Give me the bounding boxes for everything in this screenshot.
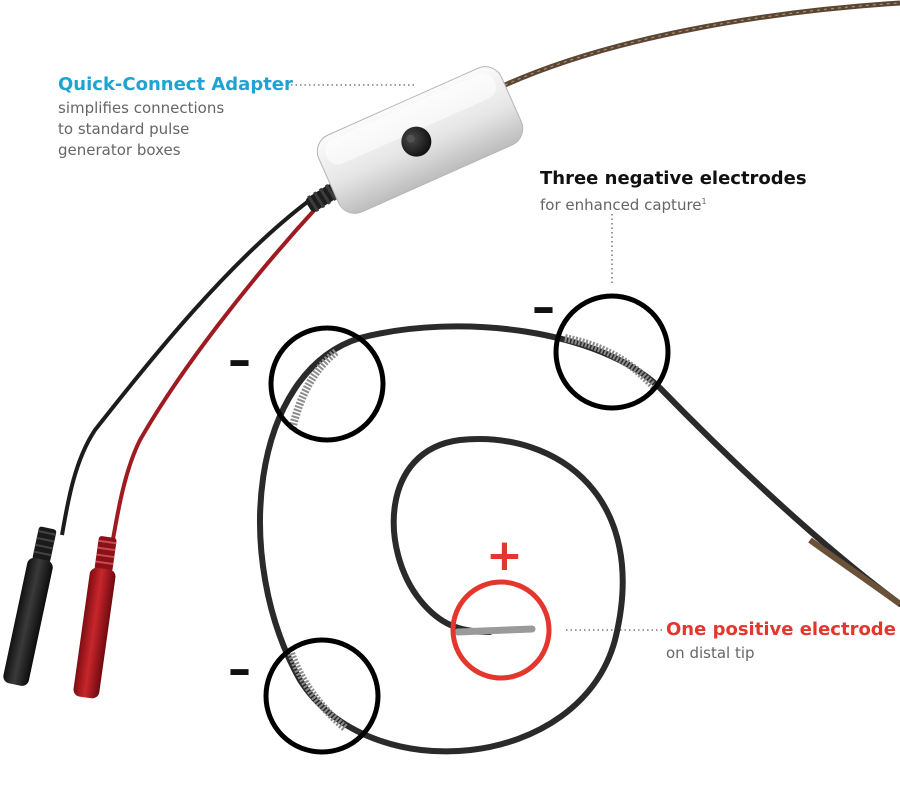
- negative-sign-2: –: [532, 280, 555, 334]
- adapter-desc-line-1: simplifies connections: [58, 99, 225, 117]
- positive-sign: +: [486, 530, 523, 581]
- negative-electrodes-title: Three negative electrodes: [540, 168, 807, 189]
- adapter-desc-line-2: to standard pulse: [58, 120, 190, 138]
- negative-electrode-coil-1: [288, 348, 339, 431]
- negative-electrode-ring-3: [263, 637, 381, 755]
- red-cable: [110, 204, 320, 546]
- red-connector: [73, 536, 117, 699]
- positive-electrode-tip: [454, 625, 536, 636]
- negative-sign-1: –: [228, 333, 251, 387]
- adapter-button-icon: [401, 126, 432, 157]
- negative-sign-3: –: [228, 642, 251, 696]
- lead-wire-top: [503, 0, 900, 88]
- positive-electrode-ring: [450, 579, 552, 681]
- black-cable: [60, 198, 312, 536]
- negative-electrode-ring-2: [553, 293, 671, 411]
- strain-relief: [305, 184, 339, 212]
- adapter-title: Quick-Connect Adapter: [58, 74, 293, 95]
- spiral-lead: [257, 323, 900, 755]
- black-connector: [3, 526, 57, 686]
- positive-electrode-title: One positive electrode: [666, 619, 896, 640]
- negative-electrode-coil-2: [564, 334, 658, 391]
- adapter-desc-line-3: generator boxes: [58, 141, 181, 159]
- negative-electrodes-desc: for enhanced capture1: [540, 196, 707, 214]
- negative-electrode-ring-1: [268, 325, 386, 443]
- positive-electrode-desc: on distal tip: [666, 644, 755, 662]
- negative-electrode-coil-3: [286, 648, 348, 732]
- quick-connect-adapter-box: [316, 66, 524, 214]
